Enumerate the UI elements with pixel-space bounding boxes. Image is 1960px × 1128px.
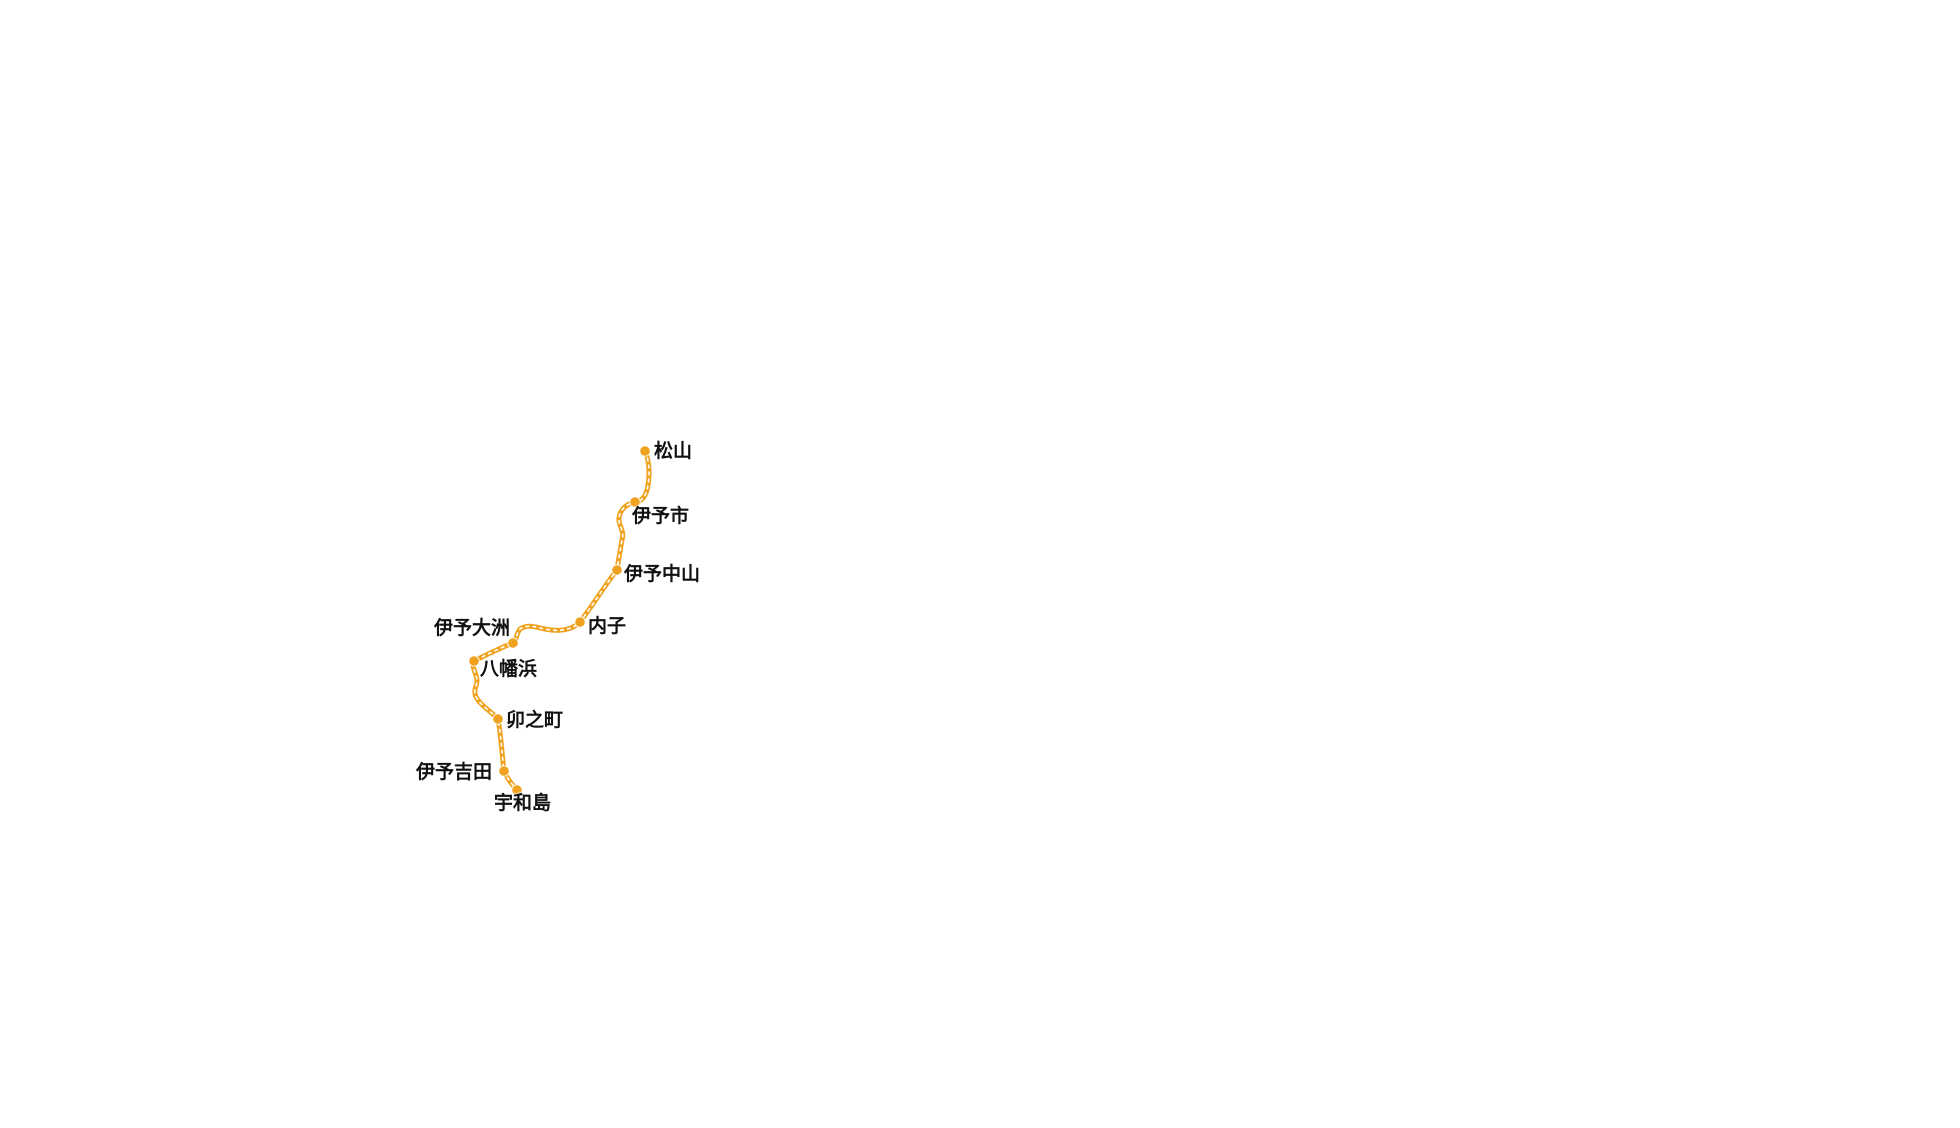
station-marker-uchiko[interactable] [574,616,586,628]
station-markers [468,445,651,796]
railway-line [470,448,652,793]
station-label-iyoshi[interactable]: 伊予市 [632,505,690,527]
station-label-iyoyoshida[interactable]: 伊予吉田 [416,761,493,783]
station-label-yawatahama[interactable]: 八幡浜 [480,658,538,680]
station-marker-iyoozu[interactable] [507,637,519,649]
station-marker-iyonakayama[interactable] [611,564,623,576]
station-label-uchiko[interactable]: 内子 [588,615,627,637]
station-marker-matsuyama[interactable] [639,445,651,457]
railway-line-dashes [472,450,650,791]
station-marker-unomachi[interactable] [492,713,504,725]
station-marker-uwajima[interactable] [511,784,523,796]
station-label-unomachi[interactable]: 卯之町 [506,709,564,731]
station-label-iyonakayama[interactable]: 伊予中山 [624,563,701,585]
station-marker-yawatahama[interactable] [468,655,480,667]
station-marker-iyoshi[interactable] [629,496,641,508]
station-label-uwajima[interactable]: 宇和島 [494,792,552,814]
station-marker-iyoyoshida[interactable] [498,765,510,777]
station-label-iyoozu[interactable]: 伊予大洲 [434,617,511,639]
station-label-matsuyama[interactable]: 松山 [654,440,693,462]
